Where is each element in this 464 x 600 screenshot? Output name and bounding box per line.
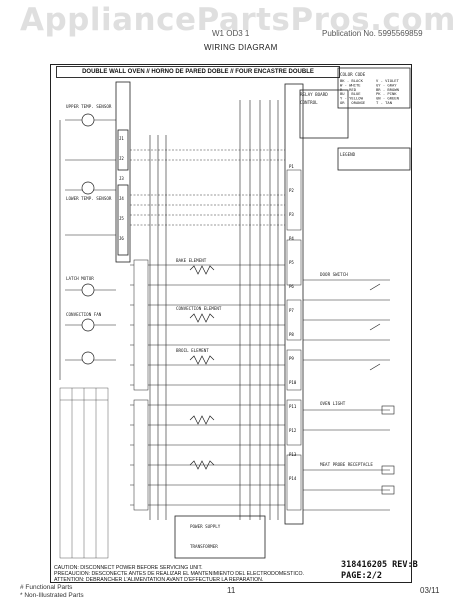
connector-label: P3 bbox=[289, 212, 294, 217]
connector-label: P4 bbox=[289, 236, 294, 241]
connector-label: P12 bbox=[289, 428, 297, 433]
color-legend-entry: OR - ORANGE bbox=[340, 100, 366, 105]
connector-label: J3 bbox=[119, 176, 124, 181]
door-switch-label: DOOR SWITCH bbox=[320, 272, 348, 277]
color-legend-entry: GY - GRAY bbox=[376, 82, 397, 87]
power-supply-label: POWER SUPPLY bbox=[190, 524, 221, 529]
caution-line-fr: ATTENTION: DEBRANCHER L'ALIMENTATION AVA… bbox=[54, 577, 264, 583]
color-legend-entry: W - WHITE bbox=[340, 82, 361, 87]
latch-motor-symbol bbox=[81, 283, 95, 297]
broil-element-symbol bbox=[189, 355, 215, 365]
connector-label: P2 bbox=[289, 188, 294, 193]
convection-element-symbol bbox=[189, 313, 215, 323]
lower-temp-sensor-label: LOWER TEMP. SENSOR bbox=[66, 196, 112, 201]
non-illustrated-parts-note: * Non-Illustrated Parts bbox=[20, 592, 84, 599]
connector-label: P7 bbox=[289, 308, 294, 313]
caution-line-en: CAUTION: DISCONNECT POWER BEFORE SERVICI… bbox=[54, 565, 203, 571]
connector-label: P14 bbox=[289, 476, 297, 481]
page-number: 11 bbox=[227, 586, 236, 595]
connector-label: P5 bbox=[289, 260, 294, 265]
connector-label: P9 bbox=[289, 356, 294, 361]
color-legend-entry: T - TAN bbox=[376, 100, 393, 105]
legend-title: LEGEND bbox=[340, 152, 356, 157]
diagram-banner: DOUBLE WALL OVEN // HORNO DE PARED DOBLE… bbox=[56, 66, 340, 78]
relay-board bbox=[115, 81, 131, 263]
part-number: 318416205 REV:B bbox=[341, 560, 418, 570]
oven-light-label: OVEN LIGHT bbox=[320, 401, 346, 406]
control-label: CONTROL bbox=[300, 100, 318, 105]
connector-label: P8 bbox=[289, 332, 294, 337]
revision-date: 03/11 bbox=[420, 586, 440, 595]
upper-temp-sensor-label: UPPER TEMP. SENSOR bbox=[66, 104, 112, 109]
relay-label-box bbox=[299, 89, 349, 139]
connector-label: J6 bbox=[119, 236, 124, 241]
control-board bbox=[284, 83, 304, 525]
door-switch-symbol bbox=[369, 283, 381, 291]
color-code-box bbox=[337, 67, 411, 109]
color-legend-entry: V - VIOLET bbox=[376, 78, 400, 83]
convection-fan-symbol bbox=[81, 318, 95, 332]
caution-notice: CAUTION: DISCONNECT POWER BEFORE SERVICI… bbox=[54, 565, 330, 583]
caution-line-es: PRECAUCION: DESCONECTE ANTES DE REALIZAR… bbox=[54, 571, 304, 577]
diagram-sheet bbox=[50, 64, 412, 583]
page-title: WIRING DIAGRAM bbox=[204, 43, 278, 52]
color-legend-entry: Y - YELLOW bbox=[340, 96, 364, 101]
functional-parts-note: # Functional Parts bbox=[20, 584, 73, 591]
connector-label: P13 bbox=[289, 452, 297, 457]
convection-element-label: CONVECTION ELEMENT bbox=[176, 306, 222, 311]
broil-element-label: BROIL ELEMENT bbox=[176, 348, 209, 353]
color-legend-entry: BU - BLUE bbox=[340, 91, 361, 96]
color-code-title: COLOR CODE bbox=[340, 72, 366, 77]
power-supply-box bbox=[174, 515, 266, 559]
color-legend-entry: BK - BLACK bbox=[340, 78, 364, 83]
temp-sensor-symbol bbox=[81, 113, 95, 127]
bake-element-label: BAKE ELEMENT bbox=[176, 258, 207, 263]
connector-label: P11 bbox=[289, 404, 297, 409]
connector-label: J4 bbox=[119, 196, 124, 201]
doc-code-left: W1 OD3 1 bbox=[212, 29, 250, 38]
connector-label: J1 bbox=[119, 136, 124, 141]
color-legend-entry: PK - PINK bbox=[376, 91, 397, 96]
legend-box bbox=[337, 147, 411, 171]
color-legend-entry: BR - BROWN bbox=[376, 87, 400, 92]
connector-label: P10 bbox=[289, 380, 297, 385]
relay-board-label: RELAY BOARD bbox=[300, 92, 328, 97]
convection-fan-label: CONVECTION FAN bbox=[66, 312, 102, 317]
watermark: AppliancePartsPros.com bbox=[20, 2, 456, 38]
connector-label: J5 bbox=[119, 216, 124, 221]
sheet-page: PAGE:2/2 bbox=[341, 571, 382, 581]
connector-label: P1 bbox=[289, 164, 294, 169]
latch-motor-label: LATCH MOTOR bbox=[66, 276, 94, 281]
bake-element-symbol bbox=[189, 265, 215, 275]
connector-label: P6 bbox=[289, 284, 294, 289]
transformer-label: TRANSFORMER bbox=[190, 544, 218, 549]
meat-probe-label: MEAT PROBE RECEPTACLE bbox=[320, 462, 373, 467]
color-legend-entry: GN - GREEN bbox=[376, 96, 400, 101]
connector-label: J2 bbox=[119, 156, 124, 161]
publication-number: Publication No. 5995569859 bbox=[322, 29, 423, 38]
color-legend-entry: R - RED bbox=[340, 87, 357, 92]
